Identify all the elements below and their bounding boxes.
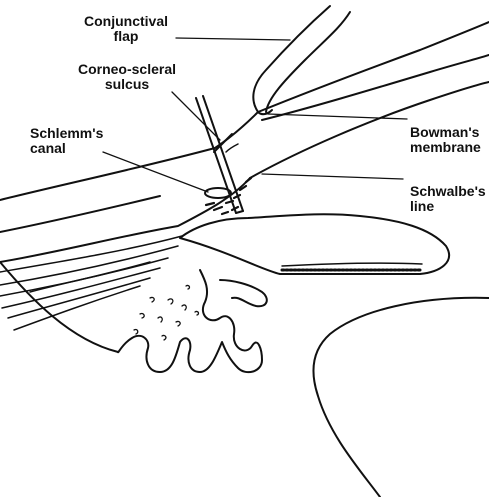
label-schlemms-canal-line2: canal: [30, 141, 103, 156]
iris-pigment-layer-2: [282, 263, 422, 266]
needle-line-2: [203, 96, 243, 211]
ciliary-process-tip: [220, 280, 267, 306]
label-corneo-scleral-sulcus-line1: Corneo-scleral: [62, 62, 192, 77]
corneal-outer-surface: [258, 22, 489, 112]
label-conjunctival-flap: Conjunctival flap: [78, 14, 174, 44]
label-corneo-scleral-sulcus: Corneo-scleral sulcus: [62, 62, 192, 92]
leader-schwalbes-line: [262, 174, 403, 179]
label-schwalbes-line-line2: line: [410, 199, 486, 214]
sulcus-notch-2: [226, 144, 238, 152]
ciliary-muscle-fibers: [0, 236, 182, 330]
label-conjunctival-flap-line1: Conjunctival: [78, 14, 174, 29]
needle-line-1: [196, 98, 236, 213]
label-schlemms-canal: Schlemm's canal: [30, 126, 103, 156]
label-bowmans-membrane: Bowman's membrane: [410, 125, 481, 155]
scleral-stroma-line: [0, 196, 160, 232]
label-corneo-scleral-sulcus-line2: sulcus: [62, 77, 192, 92]
label-schwalbes-line: Schwalbe's line: [410, 184, 486, 214]
needle-tip: [236, 211, 243, 213]
bowmans-membrane-layer: [262, 55, 489, 120]
label-bowmans-membrane-line2: membrane: [410, 140, 481, 155]
label-bowmans-membrane-line1: Bowman's: [410, 125, 481, 140]
conjunctival-flap-shape: [253, 6, 330, 112]
lens-outline: [314, 298, 489, 497]
label-schwalbes-line-line1: Schwalbe's: [410, 184, 486, 199]
ciliary-processes: [118, 270, 262, 372]
label-conjunctival-flap-line2: flap: [78, 29, 174, 44]
label-schlemms-canal-line1: Schlemm's: [30, 126, 103, 141]
ciliary-stroma-marks: [134, 285, 198, 340]
leader-conjunctival-flap: [176, 38, 290, 40]
